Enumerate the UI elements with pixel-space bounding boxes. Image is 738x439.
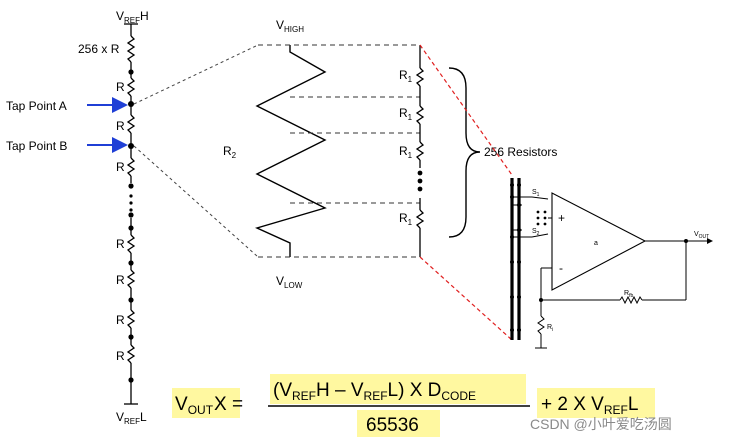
eq-numerator-highlight xyxy=(270,374,526,404)
r1-chain xyxy=(415,45,425,257)
tap-point-b-label: Tap Point B xyxy=(6,139,67,153)
eq-lhs-highlight xyxy=(172,388,240,418)
r1-tap-lines xyxy=(258,44,420,258)
resistor-brace xyxy=(448,67,481,238)
zoom-lines xyxy=(133,44,259,258)
eq-tail-highlight xyxy=(537,388,655,418)
top-resistor-label: 256 x R xyxy=(78,42,120,56)
eq-tail: + 2 X VREFL xyxy=(541,394,638,417)
watermark: CSDN @小叶爱吃汤圆 xyxy=(530,416,672,432)
vref-high-label: VREFH xyxy=(116,9,149,25)
ladder-r-label: R xyxy=(116,80,125,94)
eq-denominator: 65536 xyxy=(366,415,419,436)
opamp-circuit xyxy=(510,178,713,349)
ladder-nodes xyxy=(128,69,134,383)
vref-low-label: VREFL xyxy=(116,410,147,426)
vout-equation: VOUTX = (VREFH – VREFL) X DCODE 65536 + … xyxy=(172,374,655,437)
ladder-r-label: R xyxy=(116,160,125,174)
v-high-label: VHIGH xyxy=(276,18,304,34)
eq-numerator: (VREFH – VREFL) X DCODE xyxy=(273,380,476,403)
plus-sign: + xyxy=(558,211,565,225)
r1-label: R1 xyxy=(399,106,413,122)
r1-label: R1 xyxy=(399,144,413,160)
r2-label: R2 xyxy=(223,144,237,160)
v-low-label: VLOW xyxy=(276,274,303,290)
eq-lhs: VOUTX = xyxy=(175,394,243,417)
vout-label: VOUT xyxy=(694,231,709,240)
ladder-r-label: R xyxy=(116,313,125,327)
ladder-r-label: R xyxy=(116,119,125,133)
ladder-r-label: R xyxy=(116,349,125,363)
amp-label: a xyxy=(594,240,598,247)
bus-nodes xyxy=(510,183,688,332)
red-zoom-lines xyxy=(419,44,513,341)
ladder-r-label: R xyxy=(116,273,125,287)
minus-sign: - xyxy=(559,261,563,275)
ri-label: Ri xyxy=(547,324,553,333)
tap-point-a-label: Tap Point A xyxy=(6,99,67,113)
r2-zigzag xyxy=(254,45,327,257)
switch-s1-label: S1 xyxy=(532,189,540,198)
ladder-r-label: R xyxy=(116,237,125,251)
eq-denominator-highlight xyxy=(357,410,440,437)
switch-s2-label: S2 xyxy=(532,228,540,237)
rfb-label: Rfb xyxy=(624,290,633,299)
r1-label: R1 xyxy=(399,211,413,227)
r1-ellipsis xyxy=(417,170,423,192)
r1-label: R1 xyxy=(399,68,413,84)
resistor-group-label: 256 Resistors xyxy=(484,145,557,159)
